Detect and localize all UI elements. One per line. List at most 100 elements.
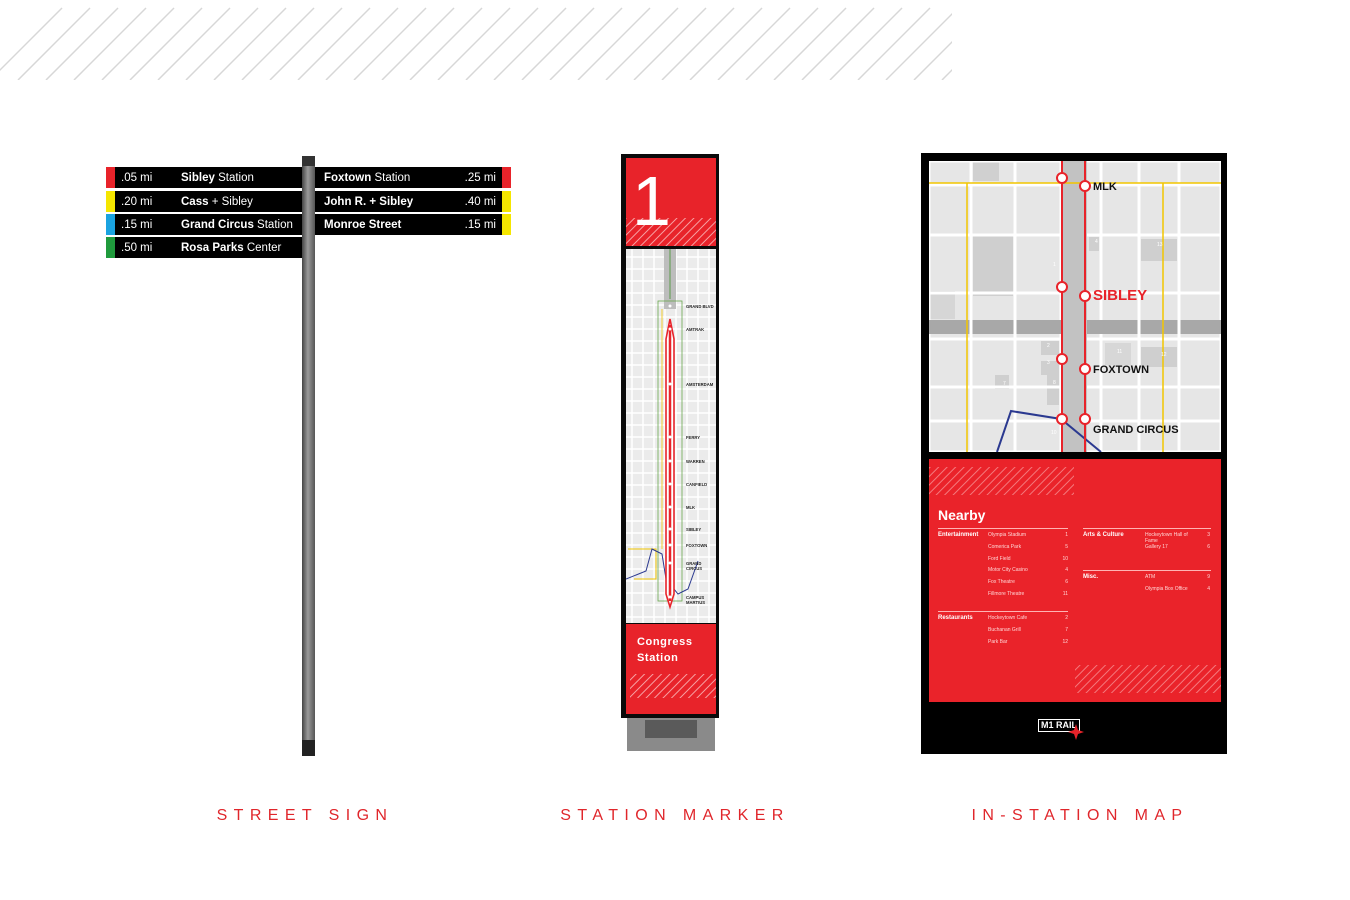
station-marker-base-inset (645, 720, 697, 738)
stripe (297, 7, 371, 80)
station-name: Congress Station (637, 634, 693, 666)
sign-pole-base (302, 740, 315, 756)
nearby-item-number: 4 (1207, 585, 1210, 592)
stripe (465, 7, 539, 80)
stripe (801, 7, 875, 80)
sign-distance: .15 mi (464, 218, 496, 231)
stripe (493, 7, 567, 80)
nearby-item: Gallery 17 (1145, 543, 1168, 550)
sign-color-tab (502, 191, 511, 212)
sign-destination: Sibley Station (173, 172, 254, 184)
nearby-category: Arts & Culture (1083, 532, 1124, 538)
sign-color-tab (106, 191, 115, 212)
block-number: 13 (1157, 242, 1163, 248)
station-marker-footer (626, 624, 716, 714)
stop-dot (668, 382, 672, 386)
sign-color-tab (106, 214, 115, 235)
blue-route (996, 409, 1102, 452)
stop-dot (668, 595, 672, 599)
sign-color-tab (502, 214, 511, 235)
station-dot (1079, 413, 1091, 425)
stop-dot (668, 304, 672, 308)
caption-street-sign: STREET SIGN (216, 807, 394, 824)
stripe (577, 7, 651, 80)
stop-label: FOXTOWN (686, 543, 707, 548)
m1-rail-logo: M1 RAIL (1038, 719, 1080, 732)
caption-station-marker: STATION MARKER (560, 807, 790, 824)
stop-dot (668, 561, 672, 565)
stop-label: CANFIELD (686, 482, 707, 487)
city-block (1089, 237, 1099, 251)
blue-route (625, 548, 699, 595)
stop-label-line: CIRCUS (686, 566, 702, 571)
nearby-item-number: 10 (1062, 555, 1068, 562)
station-name-line2: Station (637, 652, 679, 664)
city-block (929, 291, 955, 319)
sign-destination-bold: Sibley (181, 171, 215, 184)
sign-blade-left: .05 mi Sibley Station (106, 167, 302, 188)
sign-distance: .05 mi (121, 171, 153, 184)
sign-blade-left: .50 mi Rosa Parks Center (106, 237, 302, 258)
city-block (973, 161, 999, 181)
stop-dot (668, 435, 672, 439)
sign-color-tab (106, 167, 115, 188)
stripe (325, 7, 399, 80)
stripe (0, 7, 63, 72)
nearby-divider (1083, 570, 1211, 571)
stop-dot (668, 543, 672, 547)
nearby-category: Misc. (1083, 574, 1099, 580)
stripe (129, 7, 203, 80)
stripe (717, 7, 791, 80)
marker-header-hatch (626, 218, 716, 246)
nearby-item-number: 7 (1065, 626, 1068, 633)
star-logo-icon (1068, 724, 1084, 740)
nearby-item-number: 9 (1207, 574, 1210, 580)
stripe (409, 7, 483, 80)
marker-footer-hatch (630, 674, 716, 698)
city-block (973, 236, 1013, 296)
sign-destination-rest: Station (214, 171, 254, 184)
city-block (1041, 361, 1059, 375)
block-number: 1 (1053, 262, 1056, 268)
stripe (773, 7, 847, 80)
nearby-item-number: 5 (1065, 543, 1068, 550)
nearby-panel (929, 459, 1221, 702)
sign-blade-right: John R. + Sibley.40 mi (315, 191, 511, 212)
block-number: 3 (1047, 360, 1050, 366)
stop-dot (668, 482, 672, 486)
stop-dot (668, 327, 672, 331)
city-block (1105, 343, 1131, 365)
sign-destination-bold: Monroe Street (324, 218, 402, 231)
station-dot (1056, 172, 1068, 184)
station-label: GRAND CIRCUS (1093, 424, 1179, 436)
stripe (101, 7, 175, 80)
station-label: MLK (1093, 181, 1117, 193)
nearby-item-number: 3 (1207, 532, 1210, 538)
sign-distance: .25 mi (464, 171, 496, 184)
caption-in-station-map: IN-STATION MAP (971, 807, 1189, 824)
nearby-divider (1083, 528, 1211, 529)
stripe (689, 7, 763, 80)
stop-label: MLK (686, 505, 695, 510)
sign-pole-cap (302, 156, 315, 166)
city-block (1041, 341, 1059, 355)
station-dot (1056, 353, 1068, 365)
stop-label: GRAND BLVD (686, 304, 714, 309)
stripe (829, 7, 903, 80)
sign-destination: Rosa Parks Center (173, 242, 281, 254)
nearby-item: Fillmore Theatre (988, 591, 1025, 597)
stripe (353, 7, 427, 80)
city-block (1141, 347, 1177, 367)
sign-destination: Foxtown Station (315, 172, 465, 184)
nearby-item: Olympia Stadium (988, 532, 1027, 538)
nearby-item: Hockeytown Cafe (988, 615, 1028, 621)
sign-destination-bold: Rosa Parks (181, 241, 244, 254)
station-dot (1056, 281, 1068, 293)
nearby-category: Restaurants (938, 615, 973, 621)
nearby-category: Entertainment (938, 532, 979, 538)
station-label: FOXTOWN (1093, 364, 1149, 376)
sign-distance: .50 mi (121, 241, 153, 254)
stripe (549, 7, 623, 80)
stripe (17, 7, 91, 80)
